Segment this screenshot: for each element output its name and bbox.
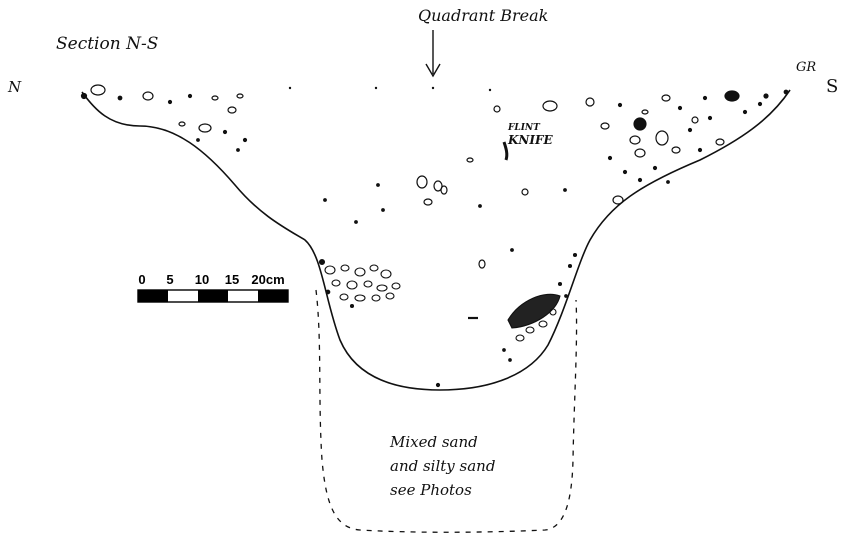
- flint-knife-label-line2: KNIFE: [508, 133, 553, 147]
- surface-dots: [288, 86, 492, 92]
- stones-west-cluster: [318, 258, 401, 309]
- fill-description-line1: Mixed sand: [390, 433, 478, 451]
- stones-south: [600, 89, 789, 205]
- scale-segment-5: [258, 290, 288, 302]
- stones-north: [80, 84, 248, 152]
- quadrant-break-label: Quadrant Break: [418, 6, 549, 25]
- scale-segment-3: [198, 290, 228, 302]
- stones-central: [323, 97, 595, 388]
- north-label: N: [8, 78, 22, 96]
- quadrant-break-arrow-head: [425, 63, 441, 78]
- dashed-lower-extent: [315, 289, 578, 533]
- scale-tick-5: 5: [166, 272, 174, 287]
- flint-knife-label: FLINT KNIFE: [508, 122, 553, 146]
- fill-description: Mixed sand and silty sand see Photos: [390, 430, 495, 502]
- fill-description-line3: see Photos: [390, 481, 472, 499]
- scale-tick-15: 15: [224, 272, 240, 287]
- section-title: Section N-S: [56, 34, 159, 54]
- fill-description-line2: and silty sand: [390, 457, 496, 475]
- scale-tick-10: 10: [194, 272, 210, 287]
- flint-knife-mark: [502, 141, 509, 161]
- pit-profile-line: [81, 89, 791, 391]
- scale-tick-0: 0: [138, 272, 146, 287]
- scale-tick-20cm: 20cm: [251, 272, 285, 287]
- flint-knife-label-line1: FLINT: [508, 123, 540, 133]
- gr-label: GR: [796, 60, 817, 75]
- stones-east-cluster: [502, 252, 578, 362]
- scale-segment-1: [138, 290, 168, 302]
- south-label: S: [826, 76, 839, 97]
- scale-bar: [137, 289, 289, 303]
